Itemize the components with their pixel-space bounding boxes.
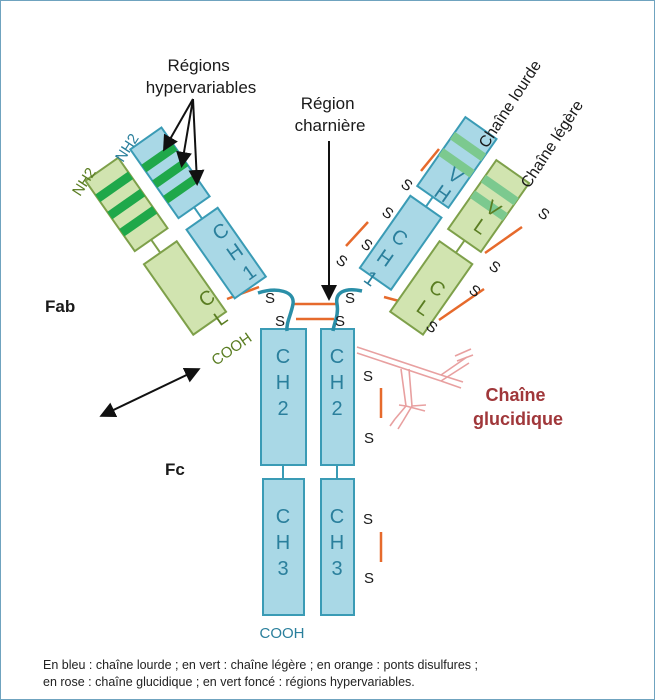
hypervariable-label-line2: hypervariables bbox=[146, 78, 257, 97]
light-chain-label: Chaîne légère bbox=[518, 98, 587, 192]
fab-label: Fab bbox=[45, 297, 75, 316]
vh-intra-bridge bbox=[420, 148, 440, 172]
sulfur-atom: S bbox=[333, 251, 351, 271]
ch2-domain-right bbox=[320, 328, 355, 466]
caption-line-2: en rose : chaîne glucidique ; en vert fo… bbox=[43, 675, 415, 689]
disulfide-bridges bbox=[226, 148, 523, 562]
heavy-chain-label: Chaîne lourde bbox=[476, 58, 545, 152]
sulfur-atom: S bbox=[364, 430, 374, 447]
sugar-chain-label-line1: Chaîne bbox=[485, 385, 545, 405]
sulfur-atom: S bbox=[363, 368, 373, 385]
hinge bbox=[257, 288, 363, 332]
hinge-label-line1: Région bbox=[301, 94, 355, 113]
hinge-right bbox=[331, 288, 363, 332]
hypervariable-arrow-3 bbox=[188, 98, 205, 186]
hypervariable-arrow-1 bbox=[163, 98, 194, 152]
hypervariable-arrow-2 bbox=[176, 98, 194, 168]
caption-line-1: En bleu : chaîne lourde ; en vert : chaî… bbox=[43, 658, 478, 672]
fab-fc-arrow bbox=[99, 367, 201, 418]
sulfur-atom: S bbox=[363, 511, 373, 528]
sulfur-atom: S bbox=[486, 257, 504, 277]
ch3-domain-left bbox=[262, 478, 305, 616]
right-heavy-chain bbox=[358, 115, 498, 292]
vl-intra-bridge bbox=[484, 225, 523, 255]
sulfur-atom: S bbox=[335, 313, 345, 330]
ch2-left-c: C bbox=[276, 346, 290, 368]
sugar-chain bbox=[356, 346, 474, 430]
hypervariable-label-line1: Régions bbox=[167, 56, 229, 75]
ch2-domain-left bbox=[260, 328, 307, 466]
hinge-label: Région charnière bbox=[295, 94, 366, 135]
left-light-chain bbox=[84, 156, 228, 337]
hinge-left bbox=[257, 288, 295, 332]
hinge-label-line2: charnière bbox=[295, 116, 366, 135]
sulfur-atom: S bbox=[364, 570, 374, 587]
annotations: Régions hypervariables Région charnière … bbox=[45, 56, 587, 642]
sulfur-atom: S bbox=[345, 290, 355, 307]
figure-caption: En bleu : chaîne lourde ; en vert : chaî… bbox=[43, 657, 643, 691]
right-light-heavy-bridge bbox=[383, 295, 400, 303]
sulfur-atom: S bbox=[398, 175, 416, 195]
hypervariable-label: Régions hypervariables bbox=[146, 56, 257, 97]
cooh-label-light: COOH bbox=[209, 330, 256, 370]
fc-region bbox=[260, 328, 355, 616]
pointer-arrows bbox=[99, 98, 337, 418]
ch2-left-h: H bbox=[276, 372, 290, 394]
antibody-diagram: CH2 CH2 CH3 CH3 CH1 CH1 VH CL CL VL S S … bbox=[45, 56, 587, 642]
fc-label: Fc bbox=[165, 460, 185, 479]
sugar-chain-label-line2: glucidique bbox=[473, 409, 563, 429]
cl-intra-bridge bbox=[438, 287, 485, 322]
sulfur-atom: S bbox=[535, 204, 553, 224]
ch1-intra-bridge bbox=[345, 221, 369, 247]
sugar-chain-label: Chaîne glucidique bbox=[473, 385, 563, 429]
cooh-label-heavy: COOH bbox=[260, 625, 305, 642]
sulfur-atom: S bbox=[265, 290, 275, 307]
left-heavy-chain bbox=[128, 126, 268, 300]
ch3-domain-right bbox=[320, 478, 355, 616]
sulfur-atom: S bbox=[275, 313, 285, 330]
right-light-chain bbox=[388, 158, 531, 337]
ch2-left-2: 2 bbox=[277, 398, 288, 420]
